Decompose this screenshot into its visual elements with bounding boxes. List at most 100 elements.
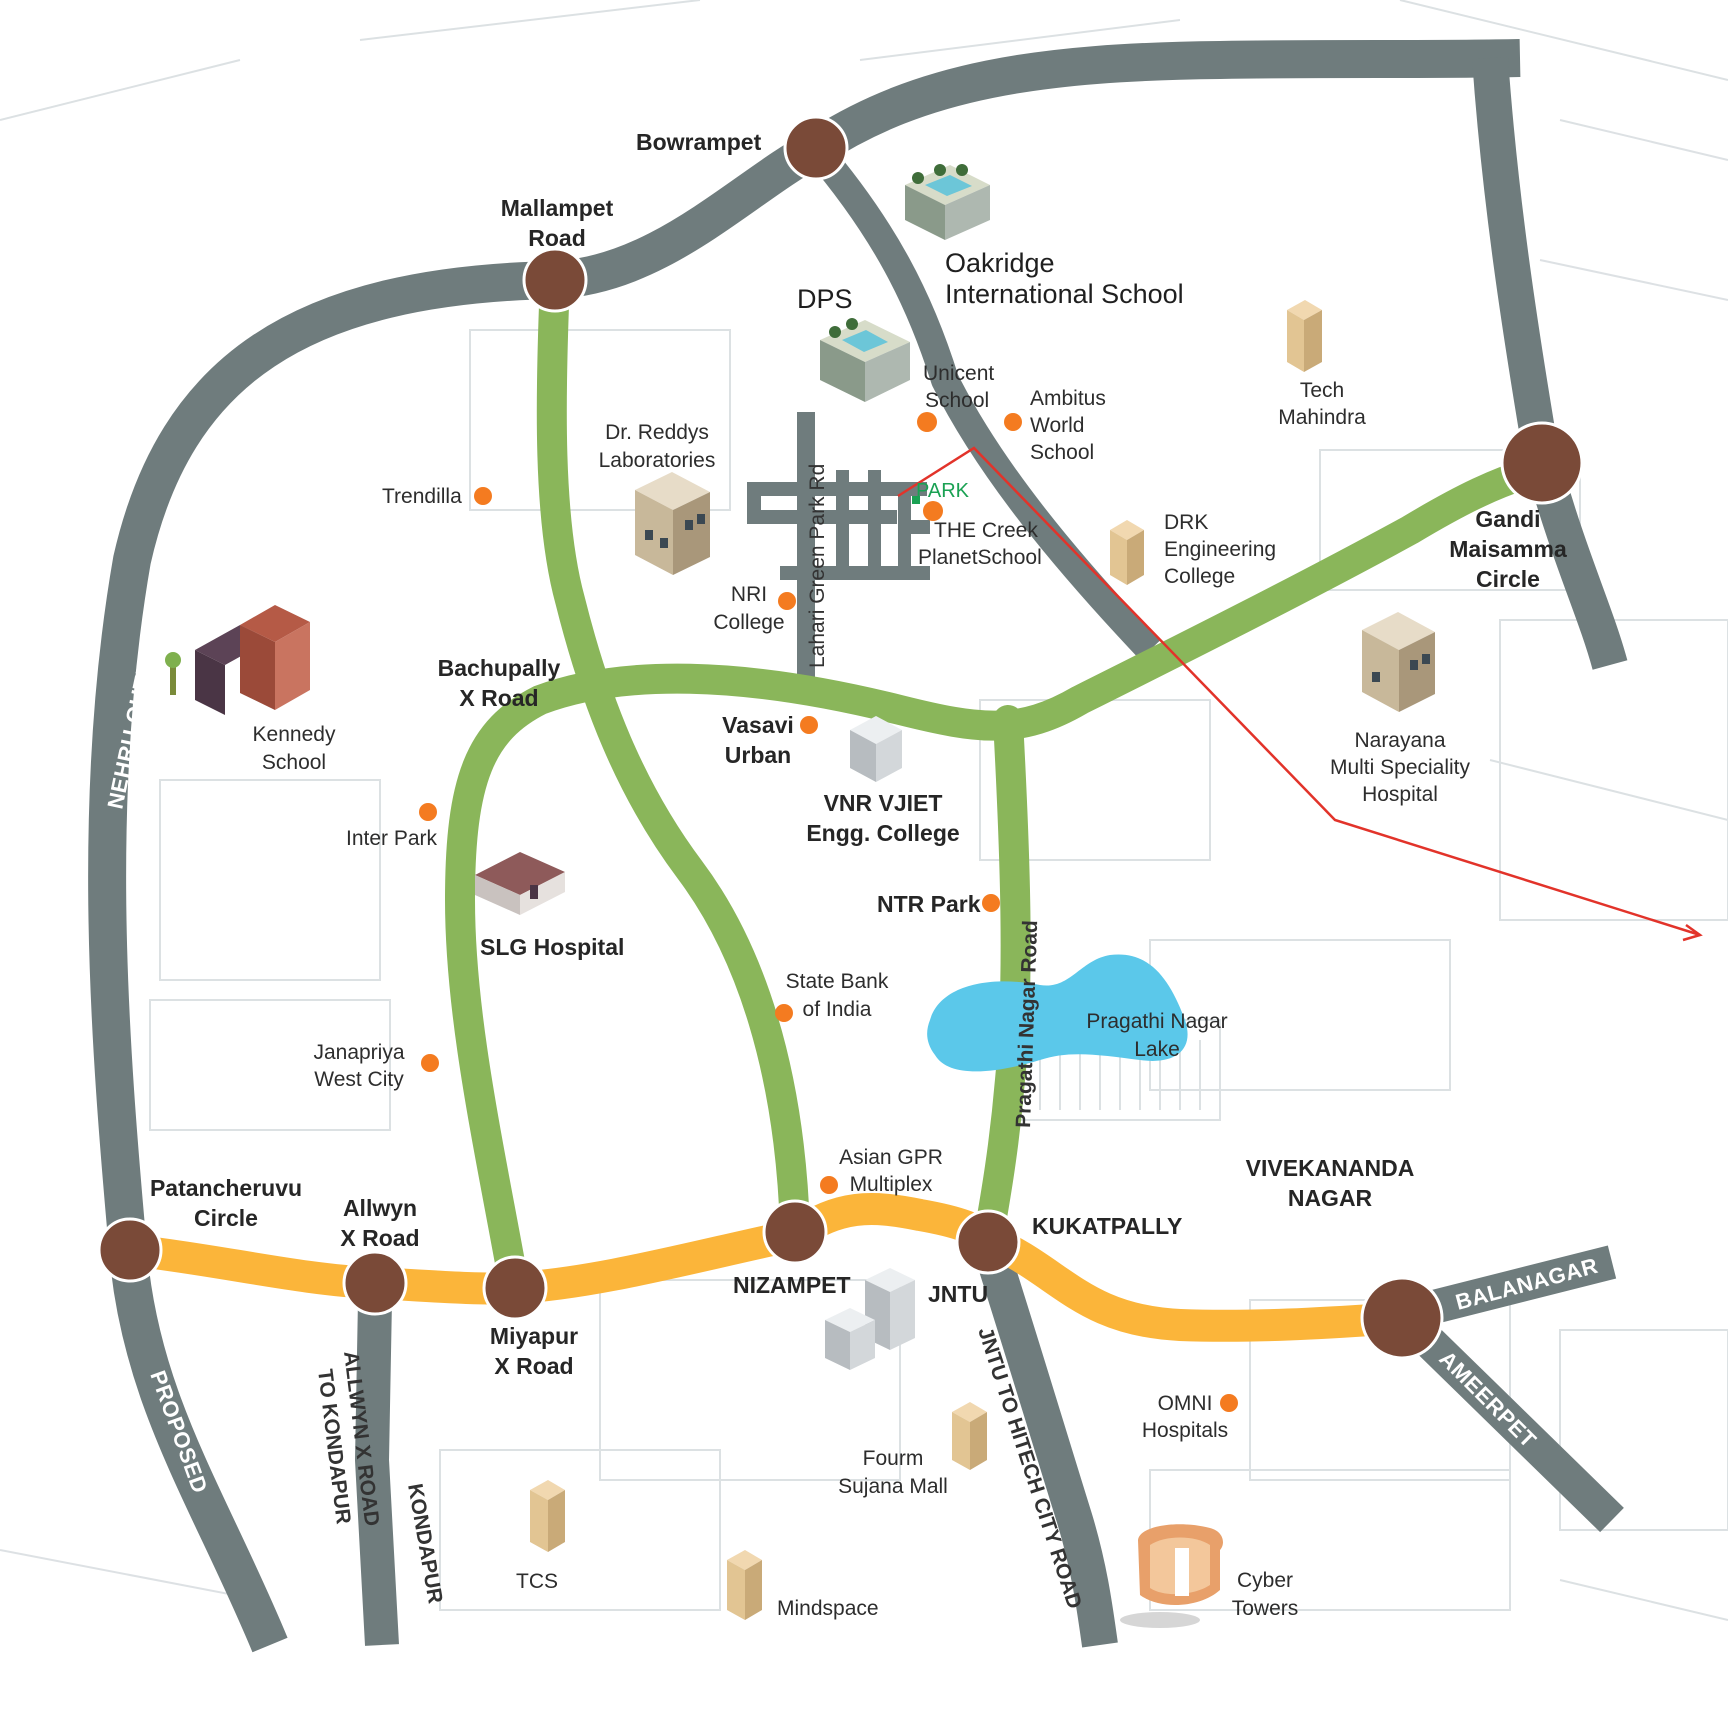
label-bachupally-1: Bachupally: [438, 655, 561, 681]
label-bachupally-2: X Road: [459, 685, 538, 711]
label-drk-2: Engineering: [1164, 538, 1276, 561]
label-reddys-2: Laboratories: [599, 449, 716, 472]
pragathi-nagar-lake: [927, 954, 1188, 1072]
label-creek-1: THE Creek: [934, 519, 1038, 542]
label-oakridge-1: Oakridge: [945, 248, 1055, 278]
label-park: PARK: [916, 480, 970, 502]
label-fourm-2: Sujana Mall: [838, 1475, 948, 1498]
junction-patancheruvu: [97, 1217, 163, 1283]
label-kennedy-1: Kennedy: [253, 723, 336, 746]
nizampet-towers-icon: [825, 1268, 915, 1370]
building-icons: [165, 164, 1435, 1628]
label-ntr-park: NTR Park: [877, 891, 981, 917]
label-vivekananda-1: VIVEKANANDA: [1246, 1155, 1415, 1181]
label-unicent-2: School: [925, 389, 989, 412]
label-jntu: JNTU: [928, 1281, 988, 1307]
label-unicent-1: Unicent: [923, 362, 994, 385]
label-sbi-1: State Bank: [786, 970, 889, 993]
poi-interpark-dot: [419, 803, 437, 821]
label-vivekananda-2: NAGAR: [1288, 1185, 1373, 1211]
label-janapriya-2: West City: [314, 1068, 404, 1091]
label-mallampet-1: Mallampet: [501, 195, 614, 221]
mindspace-building-icon: [727, 1550, 762, 1620]
label-narayana-3: Hospital: [1362, 783, 1438, 806]
poi-nri-dot: [778, 592, 796, 610]
poi-unicent-dot: [917, 412, 937, 432]
tech-mahindra-building-icon: [1287, 300, 1322, 372]
oakridge-building-icon: [905, 164, 990, 240]
label-ambitus-3: School: [1030, 441, 1094, 464]
poi-dots: [419, 412, 1238, 1412]
junction-mallampet: [522, 247, 588, 313]
label-janapriya-1: Janapriya: [313, 1041, 404, 1064]
junction-nizampet: [762, 1199, 828, 1265]
label-patancheruvu-2: Circle: [194, 1205, 258, 1231]
label-miyapur-2: X Road: [494, 1353, 573, 1379]
label-oakridge-2: International School: [945, 279, 1184, 309]
label-creek-2: PlanetSchool: [918, 546, 1042, 569]
label-tcs: TCS: [516, 1570, 558, 1593]
label-narayana-1: Narayana: [1354, 729, 1445, 752]
ameerpet-road: [1390, 1302, 1624, 1533]
label-allwyn-2: X Road: [340, 1225, 419, 1251]
label-ameerpet: AMEERPET: [1434, 1346, 1541, 1453]
label-ambitus-1: Ambitus: [1030, 387, 1106, 410]
poi-janapriya-dot: [421, 1054, 439, 1072]
label-inter-park: Inter Park: [346, 827, 438, 850]
junction-gandi-maisamma: [1500, 421, 1584, 505]
label-slg: SLG Hospital: [480, 934, 624, 960]
label-miyapur-1: Miyapur: [490, 1323, 578, 1349]
poi-vasavi-dot: [800, 716, 818, 734]
label-lahari-green-park-rd: Lahari Green Park Rd: [806, 464, 829, 668]
pragathi-nagar-road: [973, 705, 1031, 1255]
dps-building-icon: [820, 318, 910, 402]
label-trendilla: Trendilla: [382, 485, 462, 508]
poi-ambitus-dot: [1004, 413, 1022, 431]
poi-ntr-dot: [982, 894, 1000, 912]
label-mindspace: Mindspace: [777, 1597, 879, 1620]
kennedy-school-building-icon: [165, 605, 310, 715]
park-marker: [912, 496, 920, 504]
junction-allwyn: [342, 1250, 408, 1316]
label-kennedy-2: School: [262, 751, 326, 774]
label-vasavi-1: Vasavi: [722, 712, 794, 738]
label-allwyn-1: Allwyn: [343, 1195, 417, 1221]
label-nri-1: NRI: [731, 583, 767, 606]
drk-building-icon: [1110, 520, 1144, 585]
slg-hospital-building-icon: [475, 852, 565, 915]
route-arrow: [897, 446, 1703, 942]
label-tech-2: Mahindra: [1278, 406, 1366, 429]
tcs-building-icon: [530, 1480, 565, 1552]
allwyn-kondapur-road: [355, 1299, 399, 1646]
place-labels: Oakridge International School DPS Unicen…: [253, 248, 1471, 1620]
cyber-towers-building-icon: [1120, 1524, 1223, 1628]
label-nizampet: NIZAMPET: [733, 1272, 851, 1298]
lahari-layout-roads: [747, 412, 930, 677]
bowrampet-diagonal-road: [804, 138, 1161, 660]
label-patancheruvu-1: Patancheruvu: [150, 1175, 302, 1201]
poi-sbi-dot: [775, 1004, 793, 1022]
label-vnr-2: Engg. College: [806, 820, 959, 846]
poi-asian-dot: [820, 1176, 838, 1194]
junction-balanagar: [1360, 1276, 1444, 1360]
junction-markers: [97, 115, 1584, 1360]
jntu-hitech-city-road: [970, 1234, 1118, 1648]
label-lake-2: Lake: [1134, 1038, 1180, 1061]
poi-creek-dot: [923, 501, 943, 521]
label-bowrampet: Bowrampet: [636, 129, 762, 155]
dr-reddys-building-icon: [635, 472, 710, 575]
label-gandi-2: Maisamma: [1449, 536, 1567, 562]
poi-omni-dot: [1220, 1394, 1238, 1412]
label-asian-2: Multiplex: [850, 1173, 933, 1196]
bachupally-gandi-road: [445, 455, 1555, 1305]
label-lake-1: Pragathi Nagar: [1086, 1010, 1227, 1033]
label-reddys-1: Dr. Reddys: [605, 421, 709, 444]
label-drk-3: College: [1164, 565, 1235, 588]
label-kukatpally: KUKATPALLY: [1032, 1213, 1182, 1239]
label-mallampet-2: Road: [528, 225, 586, 251]
label-asian-1: Asian GPR: [839, 1146, 943, 1169]
label-vasavi-2: Urban: [725, 742, 791, 768]
label-fourm-1: Fourm: [863, 1447, 924, 1470]
fourm-sujana-building-icon: [952, 1402, 987, 1470]
